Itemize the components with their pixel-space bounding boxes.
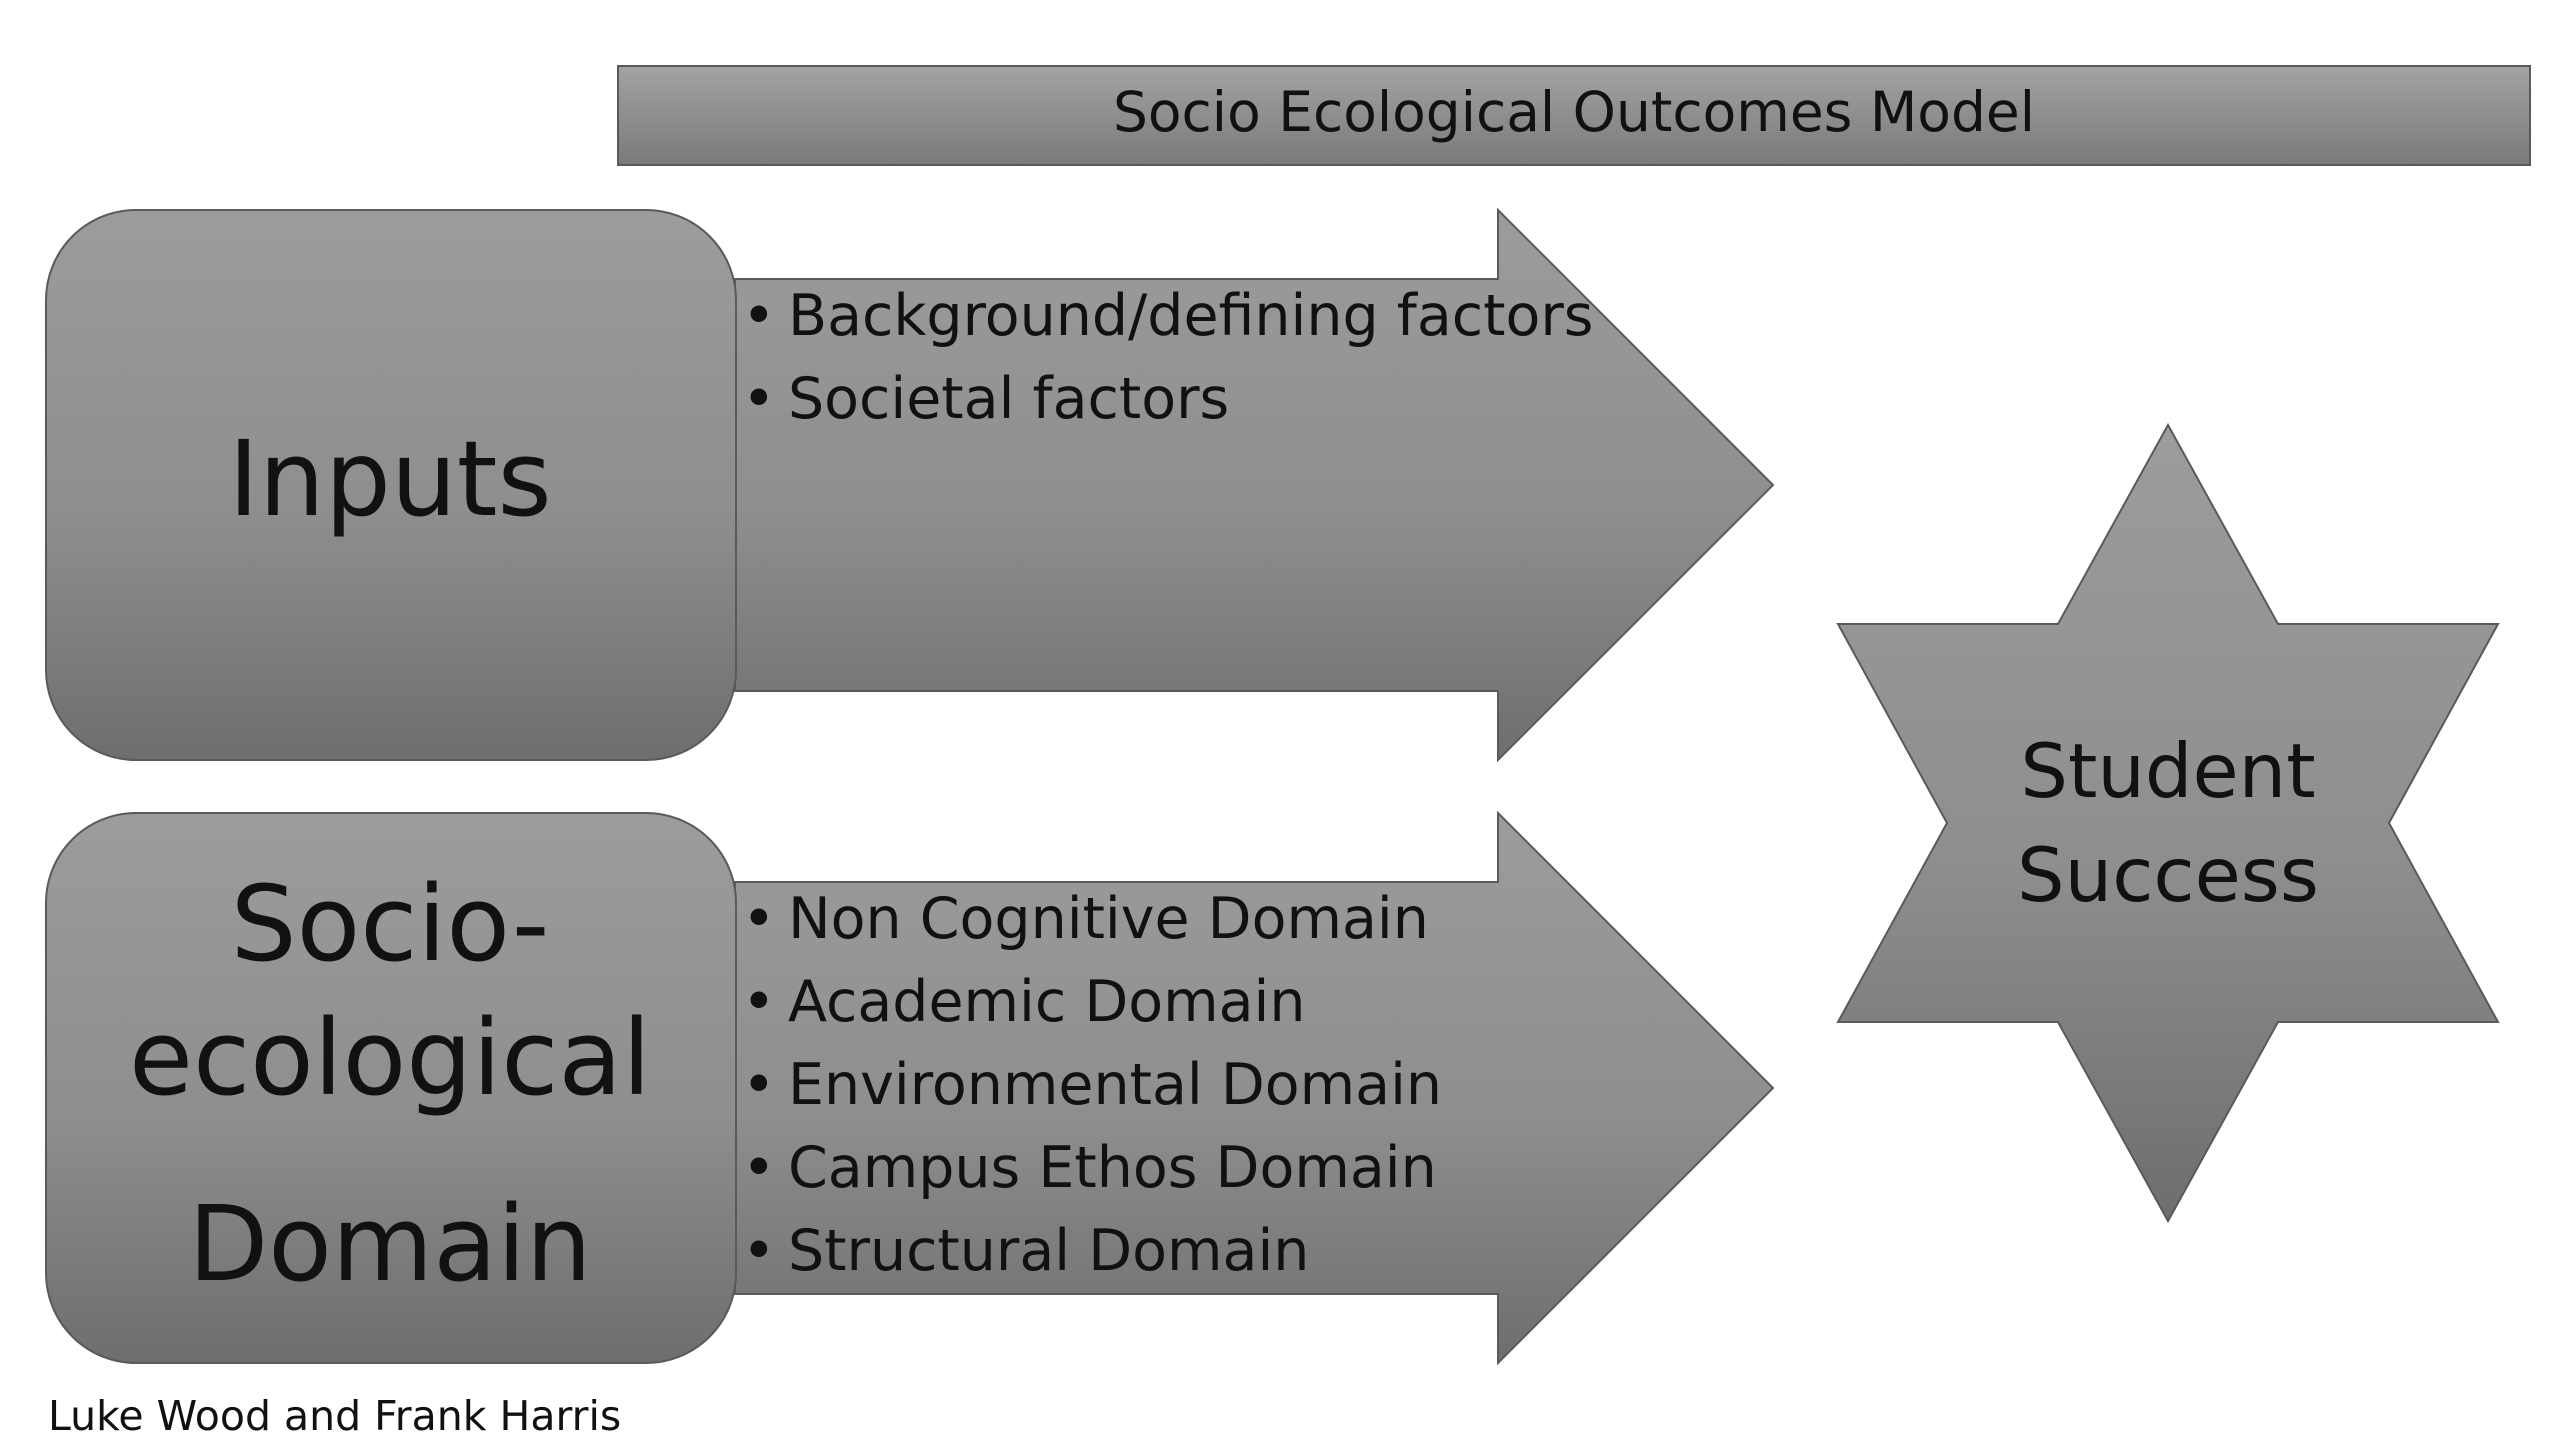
domain-arrow	[734, 810, 1775, 1366]
domain-label-line: Domain	[188, 1183, 592, 1305]
domain-bullet-marker: •	[742, 1218, 776, 1284]
outcome-label-line: Success	[2017, 831, 2319, 919]
inputs-item: Background/defining factors	[788, 283, 1594, 349]
inputs-item: Societal factors	[788, 366, 1229, 432]
domain-bullet-list: • Non Cognitive Domain • Academic Domain…	[742, 886, 1442, 1284]
domain-box: Socio- ecological Domain	[45, 812, 737, 1364]
title-bar: Socio Ecological Outcomes Model	[617, 65, 2531, 166]
domain-label-line: ecological	[129, 997, 651, 1119]
domain-item: Non Cognitive Domain	[788, 886, 1429, 952]
inputs-bullet-list: • Background/defining factors • Societal…	[742, 283, 1594, 432]
credit-text: Luke Wood and Frank Harris	[48, 1392, 621, 1440]
domain-label-line: Socio-	[231, 863, 550, 985]
domain-bullet-marker: •	[742, 969, 776, 1035]
inputs-bullet-marker: •	[742, 366, 776, 432]
domain-item: Campus Ethos Domain	[788, 1135, 1437, 1201]
inputs-label: Inputs	[228, 418, 551, 540]
student-success-star: Student Success	[1836, 422, 2500, 1224]
inputs-bullet-marker: •	[742, 283, 776, 349]
diagram-title: Socio Ecological Outcomes Model	[1113, 80, 2035, 144]
domain-item: Academic Domain	[788, 969, 1306, 1035]
domain-bullet-marker: •	[742, 886, 776, 952]
domain-bullet-marker: •	[742, 1135, 776, 1201]
domain-item: Structural Domain	[788, 1218, 1309, 1284]
outcome-label-line: Student	[2020, 727, 2315, 815]
inputs-arrow	[734, 207, 1775, 763]
inputs-box: Inputs	[45, 209, 737, 761]
domain-bullet-marker: •	[742, 1052, 776, 1118]
domain-item: Environmental Domain	[788, 1052, 1442, 1118]
